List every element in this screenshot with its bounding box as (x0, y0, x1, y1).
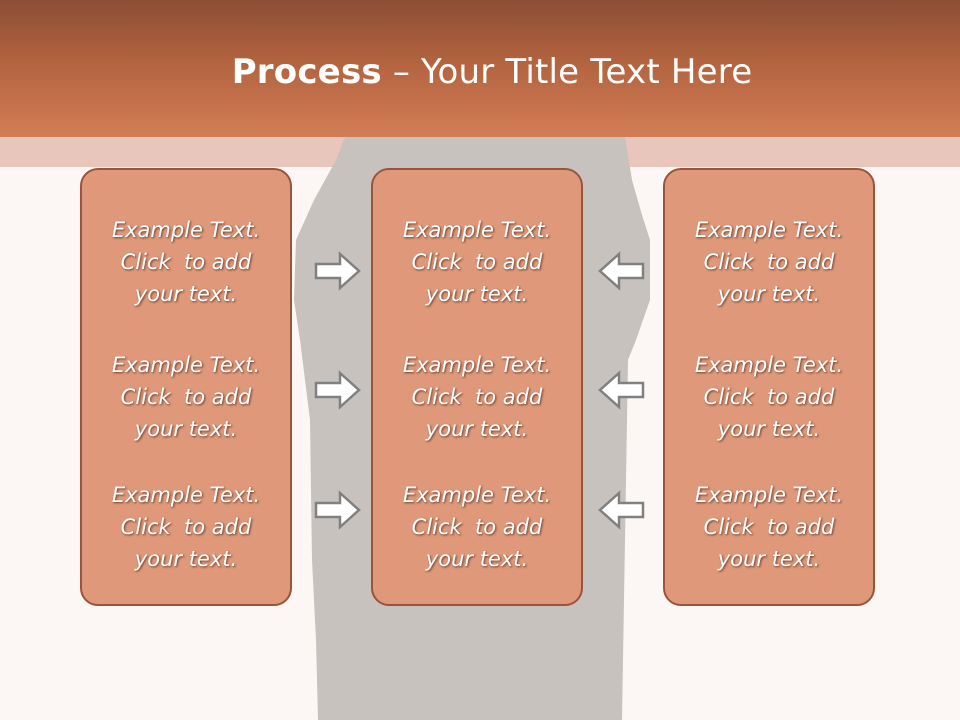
right-arrow-icon (314, 370, 361, 410)
column-text-block[interactable]: Example Text. Click to add your text. (373, 349, 581, 445)
text-line: Example Text. (402, 218, 552, 242)
column-text-block[interactable]: Example Text. Click to add your text. (373, 214, 581, 310)
text-line: your text. (134, 547, 238, 571)
text-line: your text. (425, 547, 529, 571)
text-line: Example Text. (402, 483, 552, 507)
slide-title[interactable]: Process – Your Title Text Here (0, 52, 960, 92)
column-text-block[interactable]: Example Text. Click to add your text. (665, 349, 873, 445)
text-line: Example Text. (111, 483, 261, 507)
right-arrow-icon (314, 251, 361, 291)
text-line: your text. (717, 547, 821, 571)
text-line: your text. (425, 282, 529, 306)
text-line: your text. (717, 282, 821, 306)
column-text-block[interactable]: Example Text. Click to add your text. (82, 214, 290, 310)
text-line: Click to add (703, 385, 835, 409)
title-banner (0, 0, 960, 137)
right-arrow-icon (314, 490, 361, 530)
text-line: your text. (425, 417, 529, 441)
text-line: your text. (134, 282, 238, 306)
left-arrow-icon (598, 251, 645, 291)
text-line: Example Text. (694, 218, 844, 242)
text-line: Click to add (703, 515, 835, 539)
column-text-block[interactable]: Example Text. Click to add your text. (373, 479, 581, 575)
column-text-block[interactable]: Example Text. Click to add your text. (82, 349, 290, 445)
left-arrow-icon (598, 370, 645, 410)
column-text-block[interactable]: Example Text. Click to add your text. (82, 479, 290, 575)
text-line: Example Text. (694, 483, 844, 507)
text-line: Click to add (411, 250, 543, 274)
title-rest-part: – Your Title Text Here (381, 52, 753, 92)
text-line: Click to add (120, 385, 252, 409)
text-line: Example Text. (111, 218, 261, 242)
title-bold-part: Process (231, 52, 382, 92)
left-arrow-icon (598, 490, 645, 530)
column-text-block[interactable]: Example Text. Click to add your text. (665, 214, 873, 310)
text-line: Example Text. (402, 353, 552, 377)
text-line: your text. (717, 417, 821, 441)
text-line: Click to add (120, 515, 252, 539)
text-line: Example Text. (111, 353, 261, 377)
process-column-right[interactable]: Example Text. Click to add your text. Ex… (663, 168, 875, 606)
text-line: Click to add (411, 515, 543, 539)
text-line: Click to add (120, 250, 252, 274)
process-column-left[interactable]: Example Text. Click to add your text. Ex… (80, 168, 292, 606)
process-column-center[interactable]: Example Text. Click to add your text. Ex… (371, 168, 583, 606)
text-line: your text. (134, 417, 238, 441)
text-line: Click to add (411, 385, 543, 409)
column-text-block[interactable]: Example Text. Click to add your text. (665, 479, 873, 575)
text-line: Click to add (703, 250, 835, 274)
text-line: Example Text. (694, 353, 844, 377)
